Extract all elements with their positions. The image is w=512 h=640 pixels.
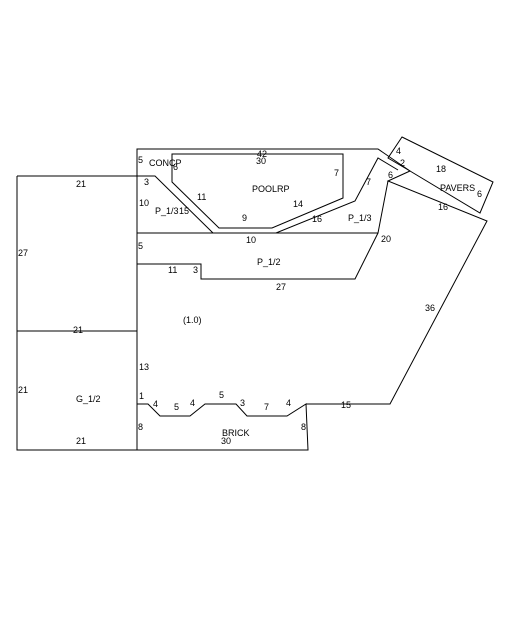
garage-outline [16, 330, 138, 451]
garage-label: G_1/2 [76, 394, 101, 404]
dim-pavers-inner: 6 [388, 170, 393, 180]
dim-pool-left: 6 [173, 162, 178, 172]
dim-pool-right: 7 [334, 168, 339, 178]
brick-outline [137, 403, 309, 451]
dim-brick-top-b: 4 [153, 399, 158, 409]
dim-brick-bottom: 30 [221, 436, 231, 446]
dim-pool-top: 30 [256, 156, 266, 166]
dim-brick-top-h: 4 [286, 398, 291, 408]
dim-main-top-left: 21 [76, 179, 86, 189]
p12-outline [136, 232, 379, 280]
dim-brick-left: 8 [138, 422, 143, 432]
p13-right-label: P_1/3 [348, 213, 372, 223]
dim-brick-right: 8 [301, 422, 306, 432]
dim-concp-inner: 10 [246, 235, 256, 245]
dim-p13-right-diag: 16 [312, 214, 322, 224]
dim-garage-top: 21 [73, 325, 83, 335]
dim-garage-bottom: 21 [76, 436, 86, 446]
dim-garage-right: 13 [139, 362, 149, 372]
dim-pavers-length: 18 [436, 164, 446, 174]
dim-pool-bottom: 9 [242, 213, 247, 223]
dim-p12-left: 11 [168, 265, 177, 275]
dim-concp-side: 10 [139, 198, 149, 208]
concp-inner-outline [137, 157, 399, 234]
dim-brick-top-f: 3 [240, 398, 245, 408]
dim-main-right-step: 15 [341, 400, 351, 410]
dim-brick-top-g: 7 [264, 402, 269, 412]
dim-concp-left: 5 [138, 155, 143, 165]
dim-garage-left: 21 [18, 385, 28, 395]
pavers-label: PAVERS [440, 183, 475, 193]
dim-pavers-top: 4 [396, 146, 401, 156]
p12-label: P_1/2 [257, 257, 281, 267]
dim-main-left: 27 [18, 248, 28, 258]
dim-main-bottom-right: 36 [425, 303, 435, 313]
dim-p13-right-top: 7 [366, 177, 371, 187]
dim-concp-corner: 3 [144, 177, 149, 187]
dim-pavers-left: 2 [400, 158, 405, 168]
p13-left-label: P_1/3 [155, 206, 179, 216]
dim-brick-top-e: 5 [219, 390, 224, 400]
dim-brick-top-a: 1 [139, 391, 144, 401]
dim-pool-diag-right: 14 [293, 199, 303, 209]
main-area-outline [16, 175, 138, 332]
dim-concp-top: 42 [257, 149, 267, 159]
concp-label: CONCP [149, 158, 182, 168]
dim-concp-diag: 15 [179, 206, 189, 216]
poolrp-label: POOLRP [252, 184, 290, 194]
pavers-outline [387, 136, 494, 214]
dim-p13-right-side: 20 [381, 234, 391, 244]
main-area-label: (1.0) [183, 315, 202, 325]
pool-outline [171, 153, 344, 229]
dim-pool-diag-left: 11 [197, 192, 206, 202]
brick-label: BRICK [222, 428, 250, 438]
dim-brick-top-c: 5 [174, 402, 179, 412]
dim-p12-step: 3 [193, 265, 198, 275]
dim-pavers-bottom: 16 [438, 202, 448, 212]
dim-pavers-right: 6 [477, 189, 482, 199]
dim-p12-bottom: 27 [276, 282, 286, 292]
main-area-right-outline [136, 148, 488, 405]
dim-concp-lower-left: 5 [138, 241, 143, 251]
dim-brick-top-d: 4 [190, 398, 195, 408]
